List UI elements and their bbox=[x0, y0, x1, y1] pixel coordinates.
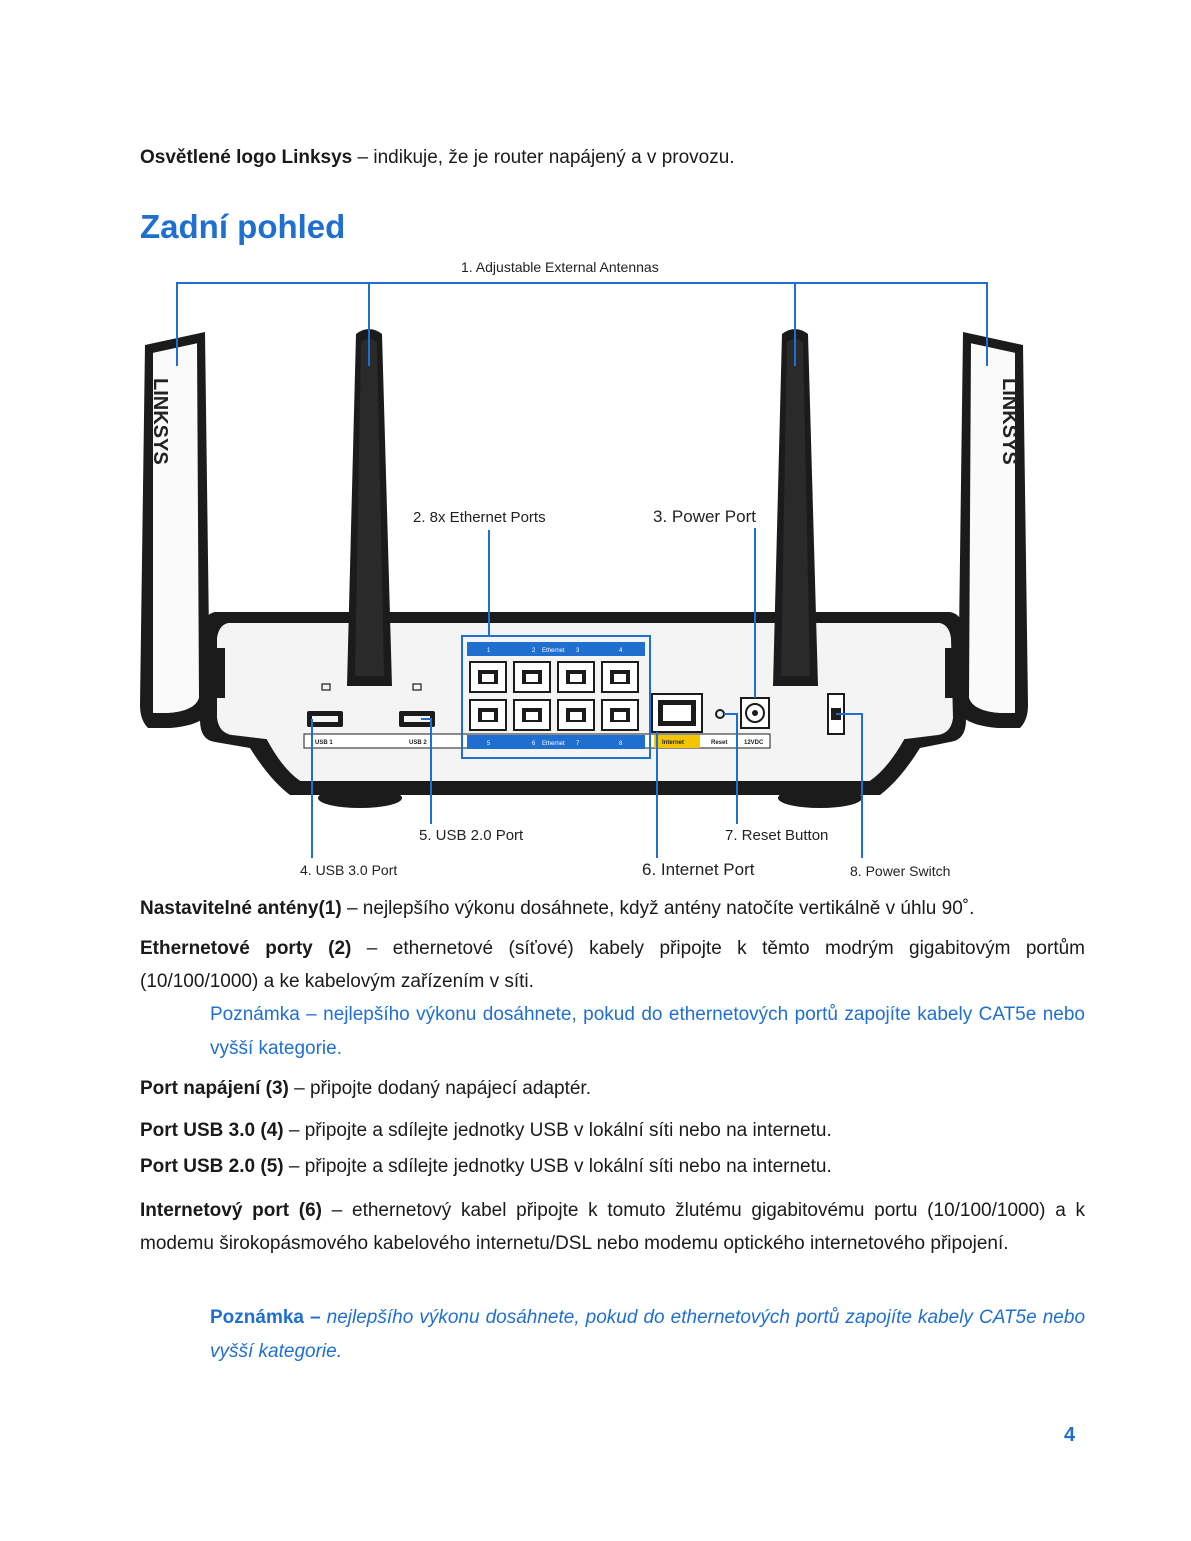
note-2: Poznámka – nejlepšího výkonu dosáhnete, … bbox=[210, 1301, 1085, 1369]
intro-paragraph: Osvětlené logo Linksys – indikuje, že je… bbox=[140, 141, 1085, 174]
power-port-graphic: 12VDC bbox=[740, 697, 770, 746]
eth-label-3: 3 bbox=[576, 648, 580, 654]
note2-text: nejlepšího výkonu dosáhnete, pokud do et… bbox=[210, 1307, 1086, 1362]
internet-port-label: Internet bbox=[662, 740, 684, 746]
antenna-right-inner bbox=[773, 329, 818, 686]
eth-label-6: 6 bbox=[532, 741, 536, 747]
usb1-port-label: USB 1 bbox=[315, 740, 333, 746]
intro-text: – indikuje, že je router napájený a v pr… bbox=[352, 147, 735, 168]
label-ethernet-ports: 2. 8x Ethernet Ports bbox=[413, 509, 546, 526]
ethernet-term: Ethernetové porty (2) bbox=[140, 938, 352, 959]
label-power-switch: 8. Power Switch bbox=[850, 863, 950, 879]
internet-paragraph: Internetový port (6) – ethernetový kabel… bbox=[140, 1194, 1085, 1260]
usb2-port: USB 2 bbox=[399, 683, 435, 746]
router-rear-figure: LINKSYS LINKSYS USB 1 USB bbox=[140, 259, 1028, 879]
eth-label-5: 5 bbox=[487, 741, 491, 747]
usb3-text: – připojte a sdílejte jednotky USB v lok… bbox=[283, 1120, 832, 1141]
ethernet-paragraph: Ethernetové porty (2) – ethernetové (síť… bbox=[140, 932, 1085, 998]
antennas-text: – nejlepšího výkonu dosáhnete, když anté… bbox=[341, 898, 975, 919]
usb3-port: USB 1 bbox=[307, 683, 343, 746]
antenna-right-outer: LINKSYS bbox=[958, 332, 1028, 728]
internet-port: Internet bbox=[651, 693, 703, 748]
antennas-paragraph: Nastavitelné antény(1) – nejlepšího výko… bbox=[140, 892, 1085, 925]
power-text: – připojte dodaný napájecí adaptér. bbox=[288, 1078, 591, 1099]
eth-label-2: 2 bbox=[532, 648, 536, 654]
label-usb3-port: 4. USB 3.0 Port bbox=[300, 862, 397, 878]
ethernet-ports: 1 2 Ethernet 3 4 5 6 Ethernet 7 8 bbox=[461, 635, 651, 759]
brand-right: LINKSYS bbox=[998, 378, 1020, 465]
brand-left: LINKSYS bbox=[149, 378, 171, 465]
eth-label-4: 4 bbox=[619, 648, 623, 654]
eth-label-8: 8 bbox=[619, 741, 623, 747]
label-power-port: 3. Power Port bbox=[653, 507, 756, 526]
page-number: 4 bbox=[1064, 1424, 1076, 1446]
internet-term: Internetový port (6) bbox=[140, 1200, 322, 1221]
usb3-term: Port USB 3.0 (4) bbox=[140, 1120, 284, 1141]
label-antennas: 1. Adjustable External Antennas bbox=[461, 259, 659, 275]
label-reset-button: 7. Reset Button bbox=[725, 827, 828, 844]
eth-label-ethernet-top: Ethernet bbox=[542, 648, 565, 654]
eth-label-ethernet-bottom: Ethernet bbox=[542, 741, 565, 747]
eth-label-7: 7 bbox=[576, 741, 580, 747]
usb2-term: Port USB 2.0 (5) bbox=[140, 1156, 284, 1177]
eth-label-1: 1 bbox=[487, 648, 491, 654]
dc-label: 12VDC bbox=[744, 740, 764, 746]
note-1: Poznámka – nejlepšího výkonu dosáhnete, … bbox=[210, 1004, 1085, 1059]
usb3-paragraph: Port USB 3.0 (4) – připojte a sdílejte j… bbox=[140, 1114, 1085, 1147]
reset-label: Reset bbox=[711, 740, 727, 746]
antenna-left-inner bbox=[347, 329, 392, 686]
power-paragraph: Port napájení (3) – připojte dodaný napá… bbox=[140, 1072, 1085, 1105]
ethernet-text: – ethernetové (síťové) kabely připojte k… bbox=[140, 938, 1085, 992]
antennas-term: Nastavitelné antény(1) bbox=[140, 898, 342, 919]
label-usb2-port: 5. USB 2.0 Port bbox=[419, 827, 524, 844]
power-term: Port napájení (3) bbox=[140, 1078, 289, 1099]
note2-term: Poznámka – bbox=[210, 1307, 321, 1328]
section-heading: Zadní pohled bbox=[140, 208, 346, 245]
usb2-text: – připojte a sdílejte jednotky USB v lok… bbox=[283, 1156, 832, 1177]
internet-text: – ethernetový kabel připojte k tomuto žl… bbox=[140, 1200, 1085, 1254]
antenna-left-outer: LINKSYS bbox=[140, 332, 210, 728]
usb2-paragraph: Port USB 2.0 (5) – připojte a sdílejte j… bbox=[140, 1150, 1085, 1183]
label-internet-port: 6. Internet Port bbox=[642, 860, 755, 879]
usb2-port-label: USB 2 bbox=[409, 740, 427, 746]
callout-lines bbox=[176, 282, 988, 858]
intro-term: Osvětlené logo Linksys bbox=[140, 147, 353, 168]
